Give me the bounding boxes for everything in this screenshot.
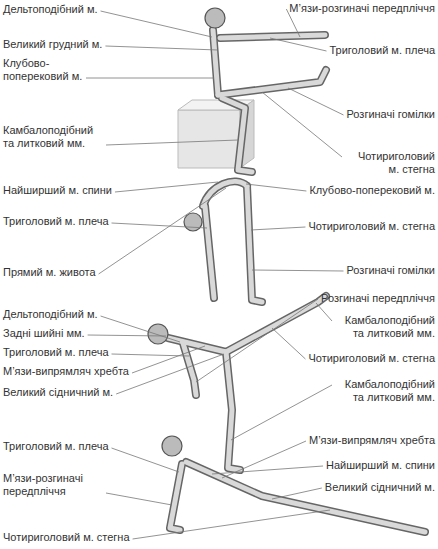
leader-line [252,270,344,271]
leader-line [88,335,166,336]
leader-line [133,510,330,539]
leader-line [246,184,306,191]
leader-line [106,140,238,145]
muscle-label: Великий сідничний м. [3,386,113,399]
leader-line [106,493,172,505]
muscle-label: Розгиначі гомілки [347,108,436,121]
muscle-label: Великий грудний м. [3,38,102,51]
heads [148,8,225,456]
muscle-label: Клубово-поперековий м. [3,57,83,83]
leader-line [231,385,332,440]
leader-line [196,299,318,382]
figure-fill [168,30,425,532]
muscle-label: Чотириголовий м. стегна [308,352,435,365]
muscle-label: Триголовий м. плеча [3,346,109,359]
leader-line [101,316,180,342]
muscle-label: Триголовий м. плеча [3,215,109,228]
leader-line [272,328,305,359]
leader-line [212,466,323,474]
muscle-label: Розгиначі передпліччя [321,292,435,305]
leader-line [316,303,332,321]
muscle-label: Чотириголовий м. стегна [3,531,130,544]
muscle-label: Великий сідничний м. [325,481,435,494]
muscle-label: Триголовий м. плеча [3,440,109,453]
leader-line [101,11,212,37]
muscle-label: М’язи-розгиначі передпліччя [289,2,435,15]
muscle-label: Камбалоподібний та литковий мм. [335,378,435,404]
muscle-label: Розгиначі гомілки [347,264,436,277]
muscle-label: Задні шийні мм. [3,327,85,340]
leader-line [262,92,342,157]
muscle-label: Найширший м. спини [3,184,112,197]
leader-line [272,488,322,499]
leader-line [112,354,189,356]
muscle-label: Камбалоподібний та литковий мм. [335,314,435,340]
leader-line [251,227,305,230]
leader-line [112,448,179,472]
muscle-label: Камбалоподібний та литковий мм. [3,124,103,150]
leader-line [86,78,214,79]
leader-line [115,182,218,192]
leader-line [288,88,344,115]
muscle-label: Клубово-поперековий м. [309,184,435,197]
leader-line [132,346,205,373]
muscle-label: Дельтоподібний м. [3,3,98,16]
muscle-label: М’язи-випрямляч хребта [3,365,129,378]
muscle-label: Чотириголовий м. стегна [308,220,435,233]
leader-line [99,188,226,274]
muscle-label: Найширший м. спини [326,459,435,472]
muscle-label: М’язи-випрямляч хребта [309,434,435,447]
muscle-label: Дельтоподібний м. [3,308,98,321]
muscle-label: Триголовий м. плеча [329,44,435,57]
leader-line [105,46,218,50]
leader-line [112,223,207,228]
muscle-label: М’язи-розгиначі передпліччя [3,472,103,498]
muscle-label: Чотириголовий м. стегна [345,150,435,176]
figure-outline [168,30,425,532]
leader-line [116,354,224,394]
muscle-label: Прямий м. живота [3,266,96,279]
leader-line [270,38,326,51]
